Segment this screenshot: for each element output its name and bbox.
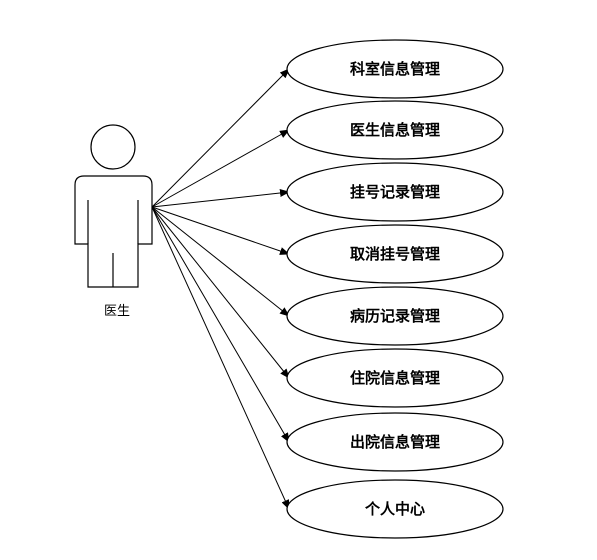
use-case-ellipse	[286, 162, 504, 222]
use-case-label: 出院信息管理	[350, 433, 440, 451]
association-arrow	[151, 68, 290, 208]
use-case-ellipse	[286, 348, 504, 408]
use-case-label: 取消挂号管理	[350, 245, 440, 263]
use-case-label: 个人中心	[364, 500, 425, 518]
actor-head	[90, 124, 136, 170]
use-case: 科室信息管理	[286, 39, 504, 99]
use-case-label: 医生信息管理	[350, 121, 440, 139]
use-case-group: 科室信息管理医生信息管理挂号记录管理取消挂号管理病历记录管理住院信息管理出院信息…	[286, 39, 504, 539]
use-case: 病历记录管理	[286, 286, 504, 346]
association-arrow	[151, 206, 290, 317]
use-case-label: 挂号记录管理	[350, 183, 440, 201]
association-lines	[151, 68, 290, 510]
association-arrow	[151, 206, 290, 510]
use-case: 出院信息管理	[286, 412, 504, 472]
use-case: 挂号记录管理	[286, 162, 504, 222]
use-case: 取消挂号管理	[286, 224, 504, 284]
use-case-ellipse	[286, 286, 504, 346]
association-arrow	[151, 189, 290, 208]
use-case-ellipse	[286, 412, 504, 472]
use-case-ellipse	[286, 224, 504, 284]
use-case-ellipse	[286, 39, 504, 99]
actor-label: 医生	[104, 304, 130, 319]
use-case: 医生信息管理	[286, 100, 504, 160]
use-case: 个人中心	[286, 479, 504, 539]
association-arrow	[151, 206, 290, 255]
use-case-ellipse	[286, 479, 504, 539]
use-case: 住院信息管理	[286, 348, 504, 408]
actor-body	[74, 175, 153, 288]
association-arrow	[151, 206, 290, 379]
use-case-label: 科室信息管理	[350, 60, 440, 78]
association-arrow	[151, 206, 290, 443]
use-case-label: 病历记录管理	[350, 307, 440, 325]
use-case-label: 住院信息管理	[350, 369, 440, 387]
association-arrow	[151, 129, 290, 208]
actor-doctor: 医生	[74, 124, 153, 319]
use-case-ellipse	[286, 100, 504, 160]
